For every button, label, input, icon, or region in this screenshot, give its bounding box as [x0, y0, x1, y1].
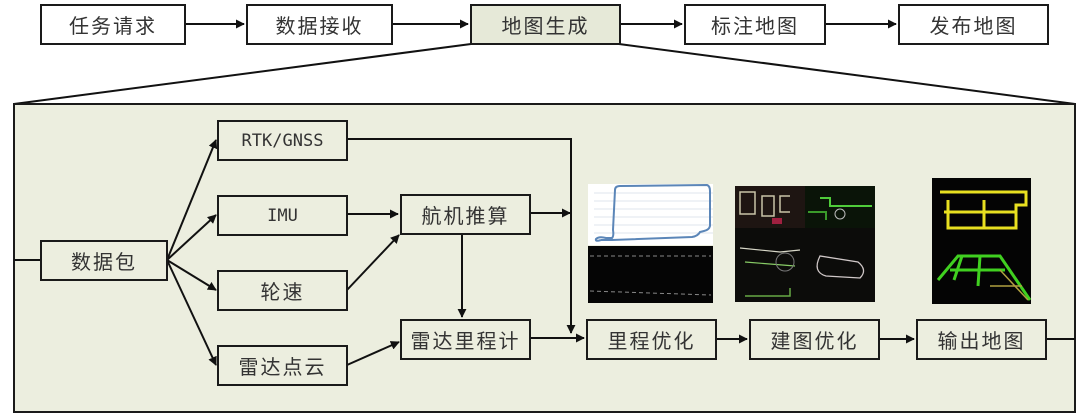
node-label: 雷达里程计 — [410, 329, 521, 353]
step-label: 标注地图 — [711, 14, 799, 38]
trajectory-path — [594, 183, 711, 242]
detail-panel — [13, 103, 1076, 413]
output-map-image — [932, 178, 1032, 304]
arrow-package-to-lidar — [166, 259, 217, 366]
step-label: 发布地图 — [929, 14, 1018, 38]
node-dead-reckoning[interactable]: 航机推算 — [400, 194, 531, 235]
arrow-lidar-to-odometry — [346, 341, 400, 366]
node-label: 里程优化 — [607, 329, 696, 353]
step-label: 地图生成 — [501, 14, 590, 38]
step-annotate-map[interactable]: 标注地图 — [684, 4, 826, 45]
step-label: 任务请求 — [69, 14, 157, 38]
arrow-rtk-to-optimization — [347, 138, 576, 334]
node-rtk-gnss[interactable]: RTK/GNSS — [217, 120, 348, 161]
step-map-generation[interactable]: 地图生成 — [470, 4, 621, 45]
node-odometry-optimization[interactable]: 里程优化 — [586, 319, 717, 360]
arrow-package-to-wheel — [166, 259, 217, 291]
step-publish-map[interactable]: 发布地图 — [898, 4, 1049, 45]
node-label: 输出地图 — [937, 329, 1026, 353]
arrow-package-to-imu — [166, 214, 217, 261]
node-lidar-odometry[interactable]: 雷达里程计 — [400, 319, 531, 360]
step-data-receive[interactable]: 数据接收 — [246, 4, 393, 45]
zoom-line-left — [13, 43, 472, 105]
node-label: IMU — [267, 205, 298, 226]
node-label: 雷达点云 — [238, 355, 327, 379]
node-label: 航机推算 — [421, 204, 510, 228]
arrow-wheel-to-reckoning — [346, 234, 400, 291]
zoom-line-right — [618, 43, 1076, 105]
mapping-image — [735, 186, 875, 302]
node-label: 轮速 — [260, 280, 305, 304]
node-output-map[interactable]: 输出地图 — [916, 319, 1047, 360]
node-label: 数据包 — [71, 250, 137, 274]
node-wheel-speed[interactable]: 轮速 — [217, 270, 348, 311]
node-imu[interactable]: IMU — [217, 195, 348, 236]
node-label: 建图优化 — [770, 329, 859, 353]
node-label: RTK/GNSS — [241, 130, 324, 151]
step-task-request[interactable]: 任务请求 — [40, 4, 186, 45]
node-lidar-point-cloud[interactable]: 雷达点云 — [217, 345, 348, 386]
step-label: 数据接收 — [275, 14, 364, 38]
node-mapping-optimization[interactable]: 建图优化 — [749, 319, 880, 360]
trajectory-image — [588, 183, 713, 303]
node-data-package[interactable]: 数据包 — [40, 240, 168, 281]
arrow-package-to-rtk — [166, 139, 218, 261]
